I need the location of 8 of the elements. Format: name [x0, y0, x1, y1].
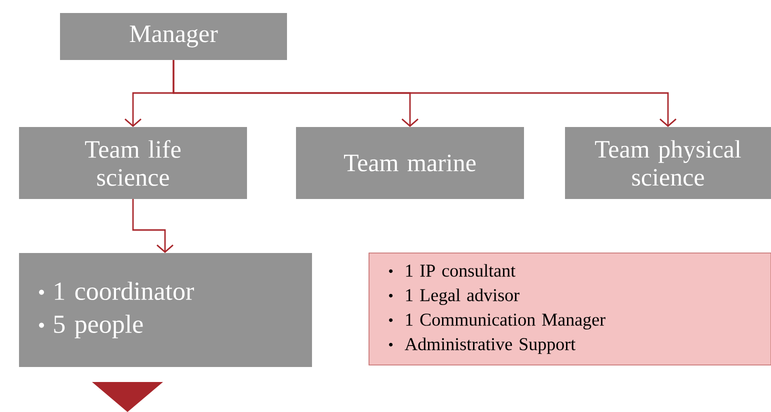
team-box: Team life science	[19, 127, 247, 199]
arrow	[132, 199, 174, 253]
team-box: Manager	[60, 13, 287, 60]
support-box: 1 IP consultant 1 Legal advisor 1 Communication Manager Administrative Support	[368, 252, 771, 366]
staff-box: 1 coordinator 5 people	[19, 253, 312, 367]
team-box: Team physical science	[565, 127, 771, 199]
arrow	[172, 60, 676, 127]
team-box: Team marine	[296, 127, 524, 199]
